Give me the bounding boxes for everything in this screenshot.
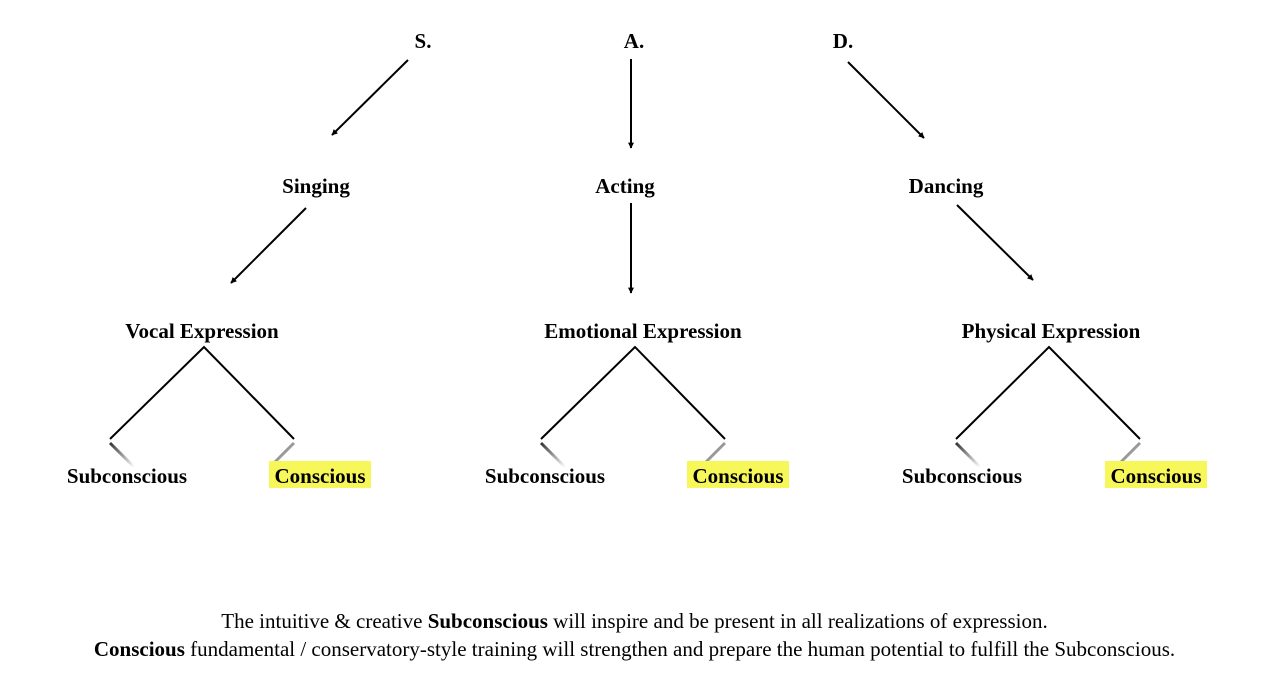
arrow-dancing-to-physical [956,204,1034,281]
branch-physical [955,345,1141,440]
physical-conscious-label: Conscious [1110,464,1201,488]
physical-expression-label: Physical Expression [962,319,1141,343]
arrow-s-to-singing [331,59,409,136]
vocal-subconscious-label: Subconscious [67,464,187,488]
letter-d-label: D. [833,29,853,53]
column-acting: A. Acting Emotional Expression Subconsci… [485,29,789,488]
branch-physical-left-notch [954,441,982,469]
acting-label: Acting [595,174,655,198]
arrow-singing-to-vocal [230,207,307,284]
branch-vocal [109,345,295,440]
emotional-expression-label: Emotional Expression [544,319,742,343]
caption-line-2: Conscious fundamental / conservatory-sty… [0,635,1269,663]
emotional-conscious-label: Conscious [692,464,783,488]
vocal-conscious-label: Conscious [274,464,365,488]
vocal-conscious-highlight [269,461,371,488]
letter-s-label: S. [415,29,432,53]
emotional-conscious-highlight [687,461,789,488]
caption-line-1: The intuitive & creative Subconscious wi… [0,607,1269,635]
physical-subconscious-label: Subconscious [902,464,1022,488]
caption-line-1-subconscious: Subconscious [427,609,548,633]
branch-emotional [540,345,726,440]
letter-a-label: A. [624,29,644,53]
singing-label: Singing [282,174,350,198]
caption-line-2-conscious: Conscious [93,637,185,661]
caption-line-2-rest: fundamental / conservatory-style trainin… [184,637,1176,661]
caption-line-1-rest: will inspire and be present in all reali… [547,609,1048,633]
vocal-expression-label: Vocal Expression [125,319,279,343]
caption-line-1-intro: The intuitive & creative [221,609,428,633]
column-dancing: D. Dancing Physical Expression Subconsci… [833,29,1207,488]
branch-vocal-left-notch [108,441,136,469]
dancing-label: Dancing [909,174,984,198]
column-singing: S. Singing Vocal Expression Subconscious… [67,29,432,488]
emotional-subconscious-label: Subconscious [485,464,605,488]
arrow-d-to-dancing [847,61,925,139]
physical-conscious-highlight [1105,461,1207,488]
branch-emotional-left-notch [539,441,567,469]
